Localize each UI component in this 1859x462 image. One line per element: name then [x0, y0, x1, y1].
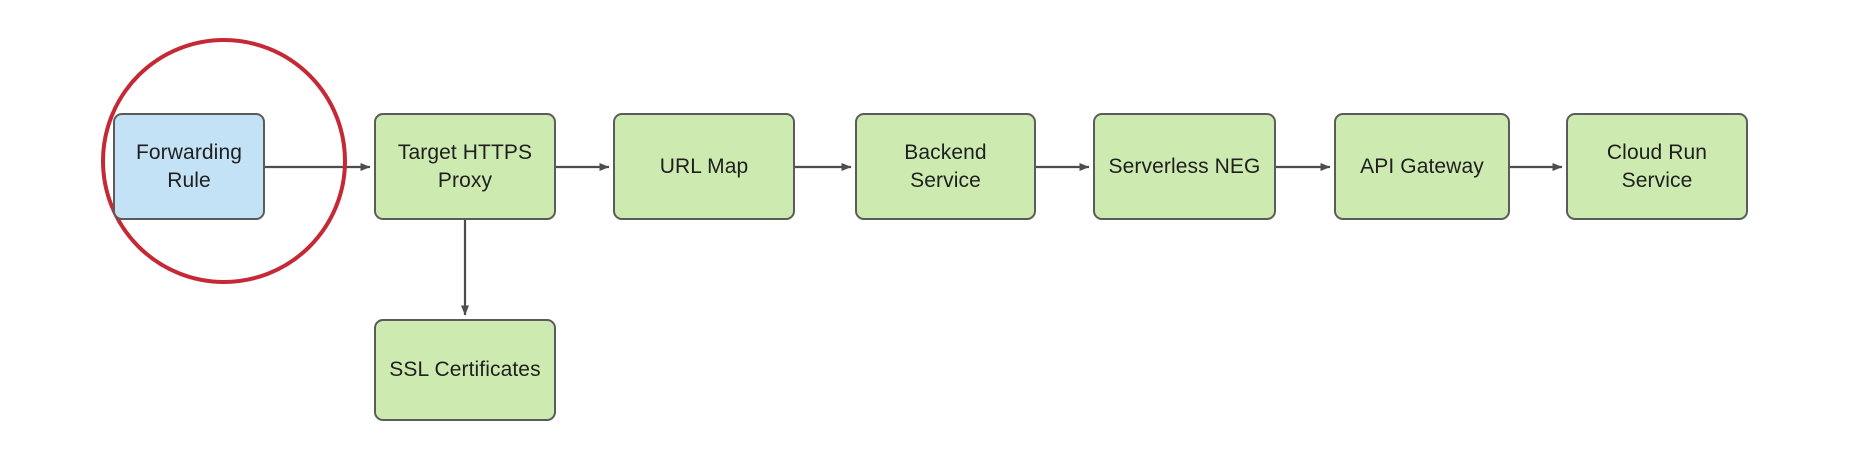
node-serverless-neg-label: Serverless NEG	[1108, 154, 1261, 178]
node-ssl-certificates-label: SSL Certificates	[389, 358, 541, 382]
node-forwarding-rule[interactable]: Forwarding Rule	[113, 113, 265, 220]
node-backend-service-label: Backend Service	[904, 140, 987, 192]
node-url-map[interactable]: URL Map	[613, 113, 795, 220]
node-serverless-neg[interactable]: Serverless NEG	[1093, 113, 1276, 220]
node-cloud-run-service-label: Cloud Run Service	[1606, 140, 1708, 192]
node-forwarding-rule-label: Forwarding Rule	[135, 140, 243, 192]
highlight-circle-annotation	[101, 38, 347, 284]
node-target-https-proxy-label: Target HTTPS Proxy	[397, 140, 533, 192]
node-url-map-label: URL Map	[659, 154, 749, 178]
node-backend-service[interactable]: Backend Service	[855, 113, 1036, 220]
node-api-gateway-label: API Gateway	[1360, 154, 1484, 178]
node-cloud-run-service[interactable]: Cloud Run Service	[1566, 113, 1748, 220]
node-target-https-proxy[interactable]: Target HTTPS Proxy	[374, 113, 556, 220]
node-ssl-certificates[interactable]: SSL Certificates	[374, 319, 556, 421]
node-api-gateway[interactable]: API Gateway	[1334, 113, 1510, 220]
